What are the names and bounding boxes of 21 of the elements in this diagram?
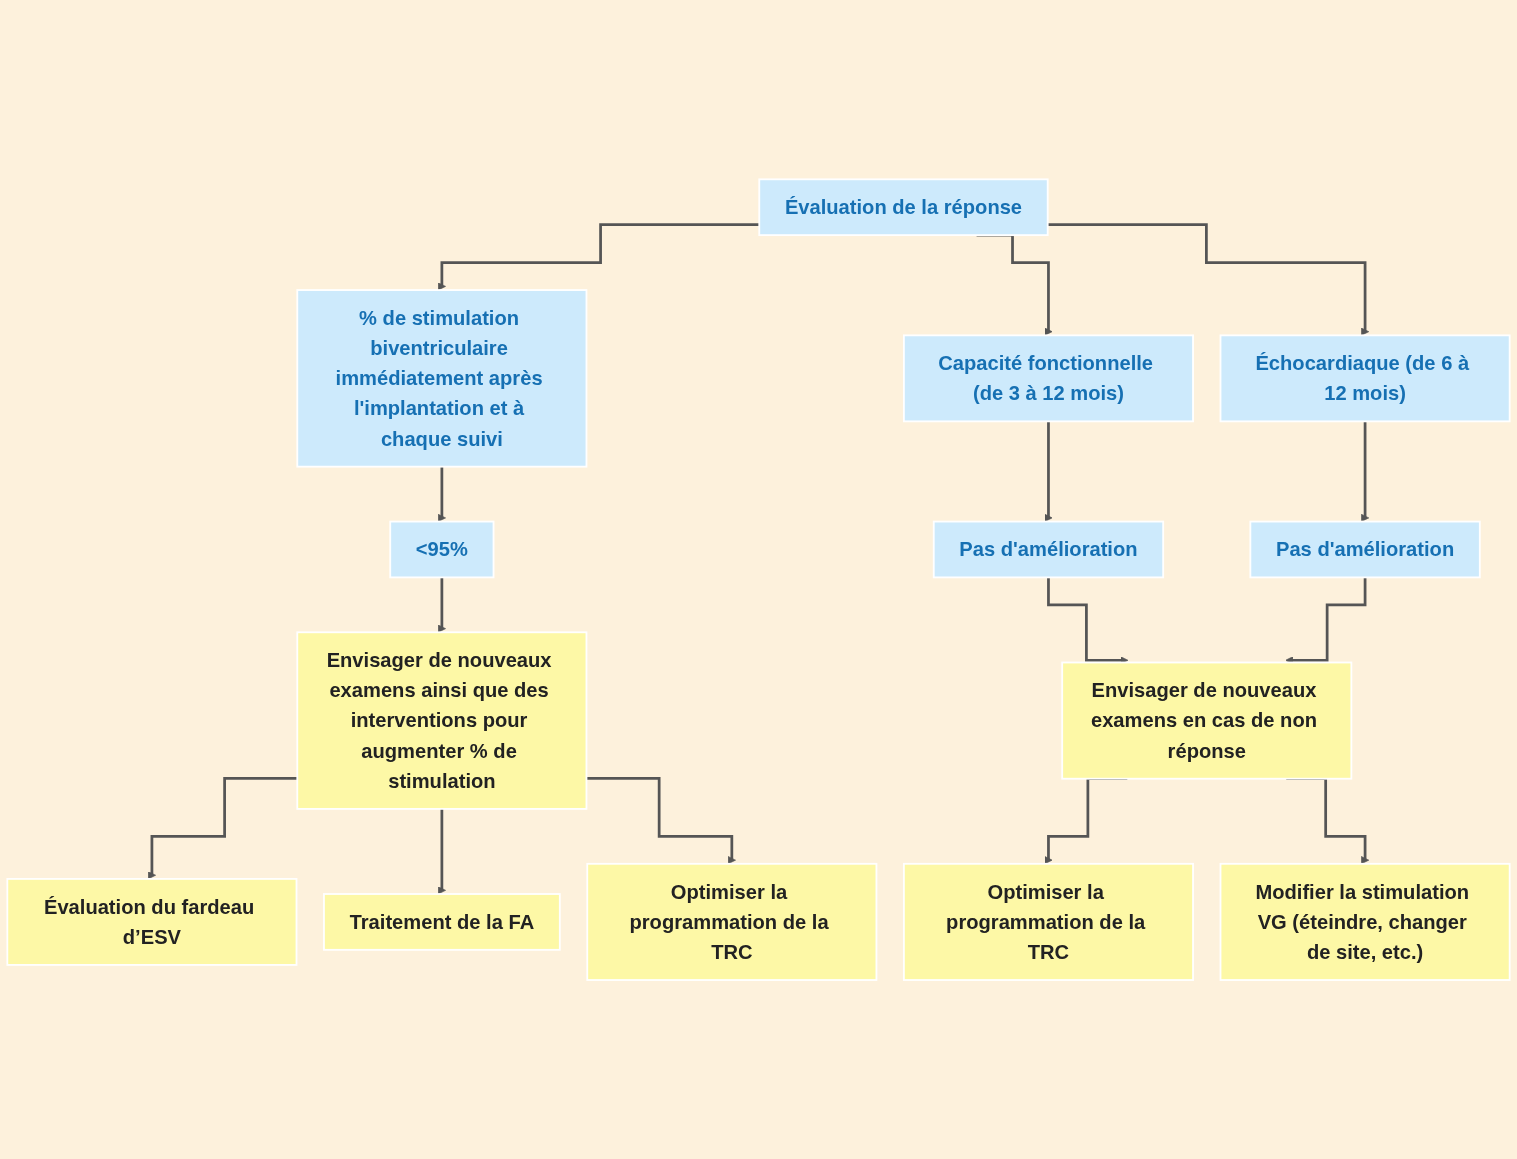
node-box: Envisager de nouveaux examens ainsi que des interventions pour augmenter % de stimulation bbox=[296, 631, 588, 810]
node-box: Optimiser la programmation de la TRC bbox=[902, 862, 1194, 981]
node-box: Capacité fonctionnelle (de 3 à 12 mois) bbox=[902, 334, 1194, 423]
arrow bbox=[437, 223, 760, 291]
node-box: Envisager de nouveaux examens en cas de non réponse bbox=[1061, 661, 1353, 780]
node-box: % de stimulation biventriculaire immédiatement après l'implantation et à chaque suivi bbox=[296, 288, 588, 468]
node-box: Pas d'amélioration bbox=[1249, 520, 1481, 579]
arrow bbox=[437, 465, 446, 522]
node-box: Évaluation du fardeau d’ESV bbox=[6, 877, 298, 966]
node-box: Optimiser la programmation de la TRC bbox=[586, 862, 878, 981]
arrow bbox=[976, 233, 1053, 336]
node-box: Traitement de la FA bbox=[323, 892, 561, 951]
arrow bbox=[147, 776, 298, 880]
arrow bbox=[586, 776, 736, 864]
arrow bbox=[1047, 223, 1370, 336]
node-box: Modifier la stimulation VG (éteindre, changer de site, etc.) bbox=[1219, 862, 1511, 981]
node-box: <95% bbox=[389, 520, 495, 579]
node-box: Échocardiaque (de 6 à 12 mois) bbox=[1219, 334, 1511, 423]
arrow bbox=[437, 807, 446, 895]
node-box: Pas d'amélioration bbox=[932, 520, 1165, 579]
node-box: Évaluation de la réponse bbox=[758, 178, 1049, 236]
